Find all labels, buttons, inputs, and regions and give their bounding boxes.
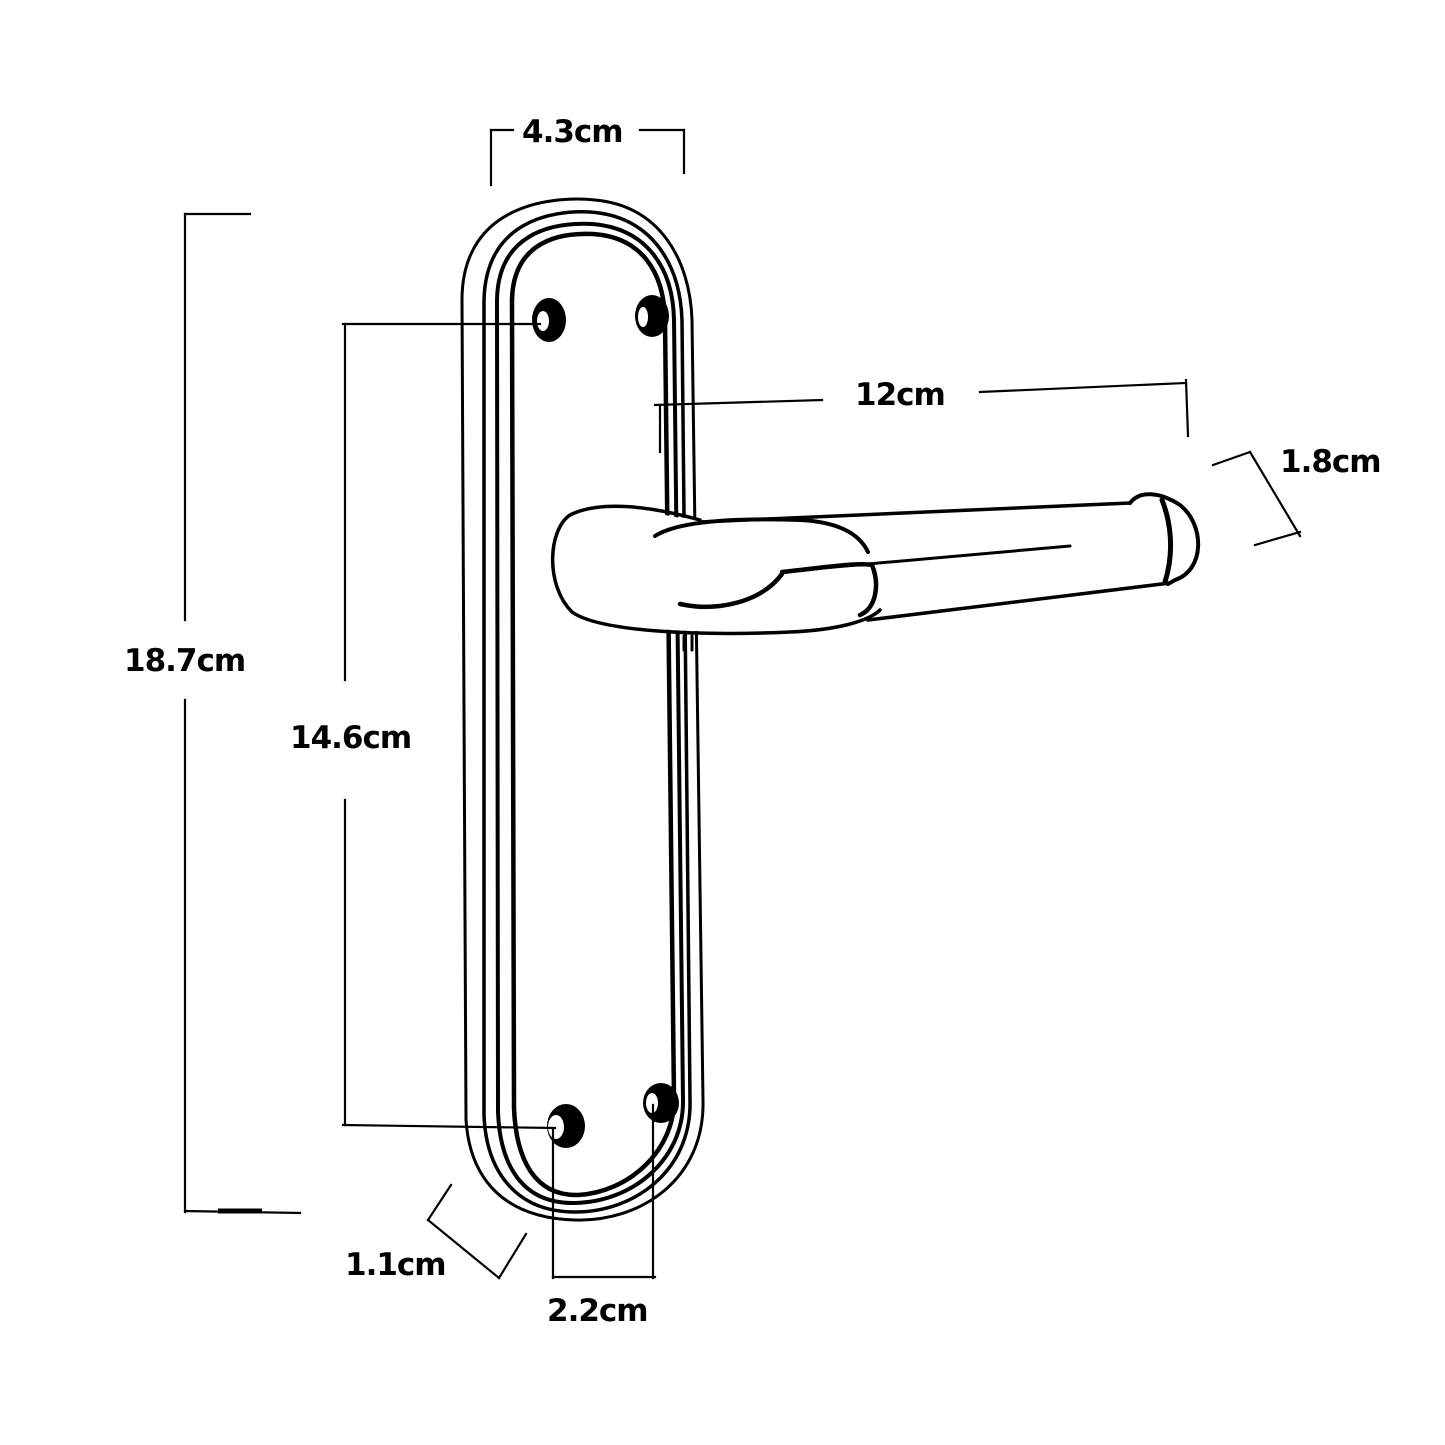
dim-screw-spacing-horizontal	[551, 1103, 657, 1280]
label-lever-diameter: 1.8cm	[1280, 444, 1382, 480]
screw-hole-top-right-icon	[635, 295, 669, 337]
label-screw-spacing-horizontal: 2.2cm	[547, 1293, 649, 1329]
dim-screw-spacing-vertical	[341, 322, 557, 1130]
lever-rose-upper-curve	[653, 517, 870, 554]
screw-hole-top-left-icon	[532, 298, 566, 342]
dim-plate-thickness	[426, 1183, 528, 1280]
lever-end-cap	[1128, 492, 1201, 586]
lever-bottom-edge	[866, 581, 1172, 622]
label-lever-length: 12cm	[855, 377, 946, 413]
lever-end-band	[1159, 497, 1174, 585]
screw-holes	[532, 295, 679, 1148]
dimension-lines	[183, 128, 1302, 1280]
backplate-step-2	[495, 221, 686, 1206]
backplate-step-1	[482, 210, 692, 1214]
label-screw-spacing-vertical: 14.6cm	[290, 720, 412, 756]
dim-plate-width	[489, 128, 686, 187]
dim-plate-height	[183, 212, 302, 1215]
screw-hole-bottom-right-icon	[643, 1083, 679, 1123]
lever-rose-lower-curve	[677, 561, 879, 618]
label-plate-thickness: 1.1cm	[345, 1247, 447, 1283]
dim-lever-diameter	[1211, 450, 1302, 547]
lever-rose	[550, 504, 882, 636]
dim-lever-length	[653, 378, 1190, 454]
lever-handle	[550, 492, 1201, 652]
label-plate-width: 4.3cm	[522, 114, 624, 150]
backplate-outer-edge	[460, 197, 705, 1222]
backplate	[460, 197, 705, 1222]
label-plate-height: 18.7cm	[124, 643, 246, 679]
backplate-face	[509, 231, 677, 1198]
